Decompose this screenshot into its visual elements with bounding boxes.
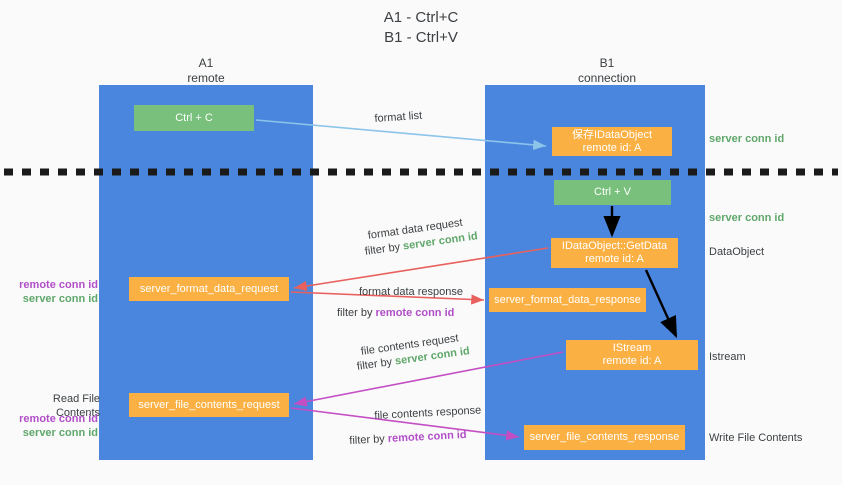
column-header-b1-name: B1 — [599, 56, 615, 70]
column-header-b1-role: connection — [577, 71, 637, 85]
box-idataobject-getdata[interactable]: IDataObject::GetData remote id: A — [551, 238, 678, 268]
label-istream: Istream — [709, 351, 746, 363]
label-server-conn-id-2: server conn id — [22, 427, 98, 439]
label-dataobject: DataObject — [709, 246, 765, 258]
filter-prefix: filter by — [337, 307, 376, 319]
box-set-idataobject[interactable]: 保存IDataObject remote id: A — [552, 127, 672, 156]
title-line-2: B1 - Ctrl+V — [384, 29, 458, 46]
box-idataobject-getdata-sublabel: remote id: A — [585, 253, 644, 265]
filter-prefix: filter by — [364, 240, 404, 258]
label-left-conn-ids-file: remote conn id server conn id — [8, 412, 98, 440]
label-server-conn-id-1: server conn id — [22, 293, 98, 305]
box-istream-label: IStream — [612, 342, 652, 354]
box-istream-sublabel: remote id: A — [602, 355, 662, 367]
column-header-a1: A1 remote — [124, 56, 288, 86]
filter-value: remote conn id — [375, 307, 455, 319]
column-header-a1-role: remote — [187, 71, 225, 85]
box-server-file-contents-request-label: server_file_contents_request — [138, 398, 280, 411]
box-ctrl-c[interactable]: Ctrl + C — [134, 105, 254, 131]
box-ctrl-v-label: Ctrl + V — [594, 186, 631, 198]
label-read-file-contents: Read File Contents — [52, 393, 100, 419]
column-header-b1: B1 connection — [525, 56, 689, 86]
arrow-label-file-contents-response: file contents response — [374, 404, 482, 422]
label-server-conn-id-top: server conn id — [709, 133, 785, 145]
label-left-conn-ids-format: remote conn id server conn id — [8, 278, 98, 306]
box-server-file-contents-response-label: server_file_contents_response — [529, 431, 680, 443]
box-server-format-data-response-label: server_format_data_response — [494, 293, 641, 306]
arrow-label-format-list: format list — [374, 109, 423, 125]
arrow-label-file-contents-response-filter: filter by remote conn id — [349, 428, 467, 448]
box-server-format-data-request-label: server_format_data_request — [139, 282, 279, 295]
box-istream[interactable]: IStream remote id: A — [566, 340, 698, 370]
box-server-format-data-response[interactable]: server_format_data_response — [489, 288, 646, 312]
label-write-file-contents: Write File Contents — [709, 432, 803, 444]
title-line-1: A1 - Ctrl+C — [383, 9, 459, 26]
box-set-idataobject-label: 保存IDataObject — [571, 128, 653, 141]
box-server-file-contents-response[interactable]: server_file_contents_response — [524, 425, 685, 450]
page-title: A1 - Ctrl+C B1 - Ctrl+V — [0, 8, 842, 48]
box-set-idataobject-sublabel: remote id: A — [582, 141, 642, 154]
arrow-label-format-data-response-filter: filter by remote conn id — [337, 306, 454, 320]
arrow-label-format-data-response: format data response — [359, 286, 463, 298]
column-header-a1-name: A1 — [198, 56, 214, 70]
label-server-conn-id-mid: server conn id — [709, 212, 785, 224]
label-remote-conn-id-2: remote conn id — [19, 413, 98, 425]
box-idataobject-getdata-label: IDataObject::GetData — [561, 240, 668, 252]
label-remote-conn-id-1: remote conn id — [19, 279, 98, 291]
box-ctrl-c-label: Ctrl + C — [175, 111, 213, 124]
filter-value: remote conn id — [387, 428, 467, 445]
filter-prefix: filter by — [356, 355, 396, 373]
box-ctrl-v[interactable]: Ctrl + V — [554, 180, 671, 205]
box-server-file-contents-request[interactable]: server_file_contents_request — [129, 393, 289, 417]
filter-prefix: filter by — [349, 432, 389, 447]
box-server-format-data-request[interactable]: server_format_data_request — [129, 277, 289, 301]
